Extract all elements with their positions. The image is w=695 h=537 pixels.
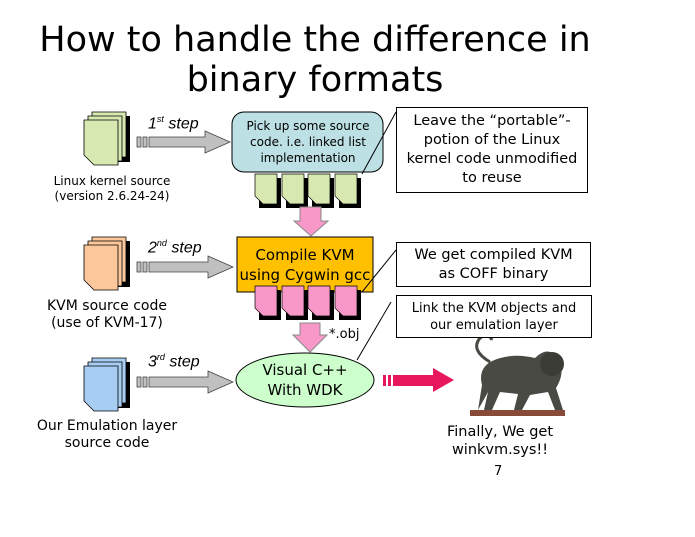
result-arrow-icon [383, 368, 454, 392]
pick-box-text: Pick up some source code. i.e. linked li… [246, 119, 370, 165]
step3-arrow-icon [136, 370, 234, 394]
object-files-icon [254, 285, 361, 320]
extracted-source-docs-icon [254, 173, 361, 208]
pick-box [231, 111, 384, 173]
linux-source-doc-icon [83, 111, 130, 166]
step1-label: 1st step [148, 114, 199, 133]
slide-title-line2: binary formats [186, 60, 444, 100]
step2-arrow-icon [136, 255, 234, 279]
obj-label: *.obj [329, 327, 360, 342]
chimera-statue-image [470, 333, 565, 416]
kvm-source-doc-icon [83, 236, 130, 291]
callout-link: Link the KVM objects and our emulation l… [396, 295, 592, 338]
callout-line-3 [356, 301, 392, 361]
step3-label: 3rd step [148, 352, 200, 371]
kvm-source-label: KVM source code(use of KVM-17) [47, 298, 167, 331]
step-arrows [136, 130, 234, 394]
page-number: 7 [494, 464, 503, 479]
link-ellipse-text: Visual C++With WDK [262, 361, 348, 399]
callout-line-1 [361, 111, 397, 175]
step2-label: 2nd step [148, 238, 202, 257]
emulation-source-doc-icon [83, 357, 130, 412]
callout-line-2 [361, 249, 397, 293]
callout-coff: We get compiled KVM as COFF binary [396, 242, 591, 287]
step1-arrow-icon [136, 130, 231, 154]
link-ellipse [235, 352, 375, 408]
down-arrow-2-icon [291, 322, 329, 353]
down-arrow-1-icon [292, 206, 330, 237]
linux-source-label: Linux kernel source(version 2.6.24-24) [53, 174, 171, 203]
slide-title-line1: How to handle the difference in [39, 20, 591, 60]
callout-portable: Leave the “portable”-potion of the Linux… [396, 107, 588, 193]
compile-box [236, 236, 374, 293]
